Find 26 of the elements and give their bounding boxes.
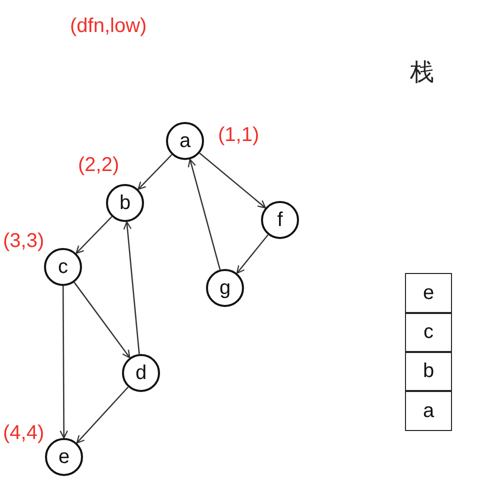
arrow	[199, 152, 266, 208]
stack-label: 栈	[410, 57, 434, 88]
stack-cell: e	[405, 273, 452, 313]
arrow	[138, 154, 172, 190]
dfn-low-label: (4,4)	[3, 422, 44, 445]
node-circle: g	[206, 269, 244, 307]
stack-cell: b	[405, 352, 452, 391]
arrow	[60, 286, 68, 439]
dfn-low-label: (3,3)	[3, 230, 44, 253]
dfn-low-label: (1,1)	[218, 124, 260, 147]
node-circle: a	[166, 122, 204, 160]
arrow	[74, 282, 130, 358]
stack-cell: c	[405, 313, 452, 352]
arrow	[188, 158, 221, 270]
node-circle: d	[122, 354, 160, 392]
arrow	[76, 386, 129, 444]
node-circle: b	[106, 184, 144, 222]
arrow	[76, 216, 112, 254]
arrow	[123, 221, 140, 354]
stack-cell: a	[405, 391, 452, 431]
heading-label: (dfn,low)	[70, 15, 147, 38]
node-circle: f	[261, 201, 299, 239]
arrow	[236, 234, 269, 274]
node-circle: c	[44, 248, 82, 286]
dfn-low-label: (2,2)	[78, 154, 120, 177]
node-circle: e	[45, 438, 83, 476]
